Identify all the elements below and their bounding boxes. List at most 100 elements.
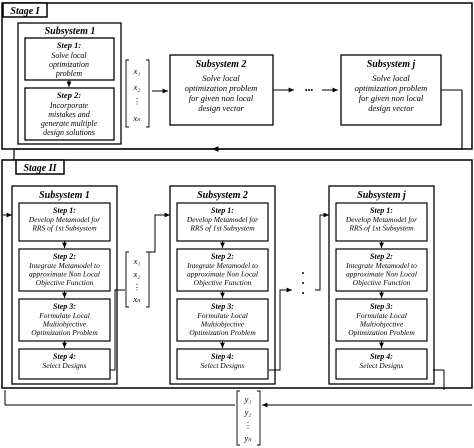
stage2-step2-box [176,248,269,292]
stage2-step4-label: Step 4: [370,352,393,361]
stage2-subsystem-title: Subsystem j [357,190,406,201]
y-vector-left-bracket [236,390,240,446]
stage2-step2-label: Step 2: [211,252,234,261]
stage2-x-vector-left-bracket [125,251,129,308]
stage2-step3-line: Multiobjective [42,320,87,329]
stage2-step3-label: Step 3: [53,302,76,311]
stage2-step1-line: Develop Metamodel for [186,215,258,224]
stage1-x-vector-left-bracket [125,59,129,128]
stage2-step1-box [18,202,111,242]
stage2-step3-line: Optimization Problem [348,328,415,337]
stage2-subsystem1-to-x-line [110,289,125,371]
stage1-subsystemj-line: Solve local [372,73,410,83]
stage2-x-vector-entry: x₁ [133,256,141,266]
stage2-step1-label: Step 1: [211,206,234,215]
stage2-step4-label: Step 4: [53,352,76,361]
y-vector-right-bracket [257,390,261,446]
stage2-tab [15,159,65,175]
stage2-step4-line: Select Designs [360,361,404,370]
stage1-x-vector-right-bracket [146,59,150,128]
stage1-subsystem2-line: for given non local [189,93,254,103]
stage2-to-subsystemj-arrow [315,212,329,291]
stage2-step3-line: Multiobjective [200,320,245,329]
stage2-step2-line: approximate Non Local [346,270,417,279]
stage1-title: Stage I [10,6,40,17]
stage2-x-vector-entry: x₂ [133,269,141,279]
y-vector-entry: ⋮ [244,420,253,430]
stage1-subsystemj-line: design vector [368,103,414,113]
stage2-step1-box [335,202,428,242]
stage2-subsystem-title: Subsystem 1 [39,190,90,201]
stage1-step1-line: optimization [49,60,89,69]
stage2-step2-line: Objective Function [353,278,411,287]
stage2-step4-label: Step 4: [211,352,234,361]
stage1-subsystem1-title: Subsystem 1 [45,26,96,37]
y-vector-entry: y₂ [244,407,252,417]
stage1-step2-line: generate multiple [41,119,98,128]
stage1-subsystem2-line: Solve local [202,73,240,83]
stage2-step3-line: Optimization Problem [189,328,256,337]
y-vector-entry: yₙ [243,433,252,443]
stage1-x-vector-entry: x₂ [133,82,141,92]
stage2-step3-box [176,298,269,342]
stage2-step4-line: Select Designs [201,361,245,370]
stage2-step1-line: RRS of 1st Subsystem [189,224,255,233]
stage2-step2-line: Objective Function [36,278,94,287]
stage2-ellipsis-dot: • [302,289,305,298]
y-vector-entry: y₁ [244,394,252,404]
stage2-step2-box [335,248,428,292]
stage1-step1-line: Solve local [51,51,87,60]
stage2-step4-box [18,348,111,380]
stage2-step4-box [335,348,428,380]
stage1-step2-line: mistakes and [48,110,91,119]
stage2-ellipsis-dot: • [302,269,305,278]
stage2-step2-box [18,248,111,292]
stage2-step2-line: Integrate Metamodel to [345,261,417,270]
stage2-step2-line: approximate Non Local [29,270,100,279]
stage1-step1-line: problem [55,69,83,78]
stage2-title: Stage II [23,163,57,174]
stage1-x-vector-entry: xₙ [132,113,141,123]
stage2-ellipsis-dot: • [302,279,305,288]
stage2-subsystem2-out-arrow [269,287,292,371]
stage2-x-vector-entry: xₙ [132,294,141,304]
stage2-step1-line: RRS of 1st Subsystem [31,224,97,233]
stage2-step2-line: Objective Function [194,278,252,287]
stage1-subsystem2-title: Subsystem 2 [196,59,247,70]
stage1-ellipsis: ••• [305,86,314,95]
stage1-step2-box [24,87,115,141]
stage1-step2-label: Step 2: [57,90,81,100]
stage2-x-vector-right-bracket [146,251,150,308]
stage1-step2-line: design solutions [43,128,95,137]
stage2-step3-label: Step 3: [211,302,234,311]
stage2-step2-line: Integrate Metamodel to [186,261,258,270]
stage2-step3-box [335,298,428,342]
stage2-step1-box [176,202,269,242]
stage2-step1-line: Develop Metamodel for [345,215,417,224]
stage1-x-vector-entry: x₁ [133,66,141,76]
stage2-step4-box [176,348,269,380]
stage2-step3-label: Step 3: [370,302,393,311]
stage1-subsystem2-line: design vector [198,103,244,113]
stage2-step2-line: approximate Non Local [187,270,258,279]
stage2-step4-line: Select Designs [43,361,87,370]
stage2-x-to-subsystem2-arrow [149,212,170,253]
stage2-step3-line: Formulate Local [196,311,248,320]
stage1-step2-line: Incorporate [49,101,89,110]
stage2-step1-line: Develop Metamodel for [28,215,100,224]
stage2-step3-box [18,298,111,342]
stage1-x-vector-entry: ⋮ [133,96,142,106]
stage2-x-vector-entry: ⋮ [133,282,142,292]
stage1-subsystemj-box [340,54,442,126]
stage2-frame [1,159,473,389]
stage1-subsystemj-line: optimization problem [355,83,428,93]
stage2-step3-line: Optimization Problem [31,328,98,337]
stage1-step1-label: Step 1: [57,40,81,50]
stage1-subsystemj-line: for given non local [359,93,424,103]
stage2-step1-label: Step 1: [370,206,393,215]
stage2-step2-label: Step 2: [370,252,393,261]
stage2-step3-line: Formulate Local [38,311,90,320]
stage2-step3-line: Multiobjective [359,320,404,329]
